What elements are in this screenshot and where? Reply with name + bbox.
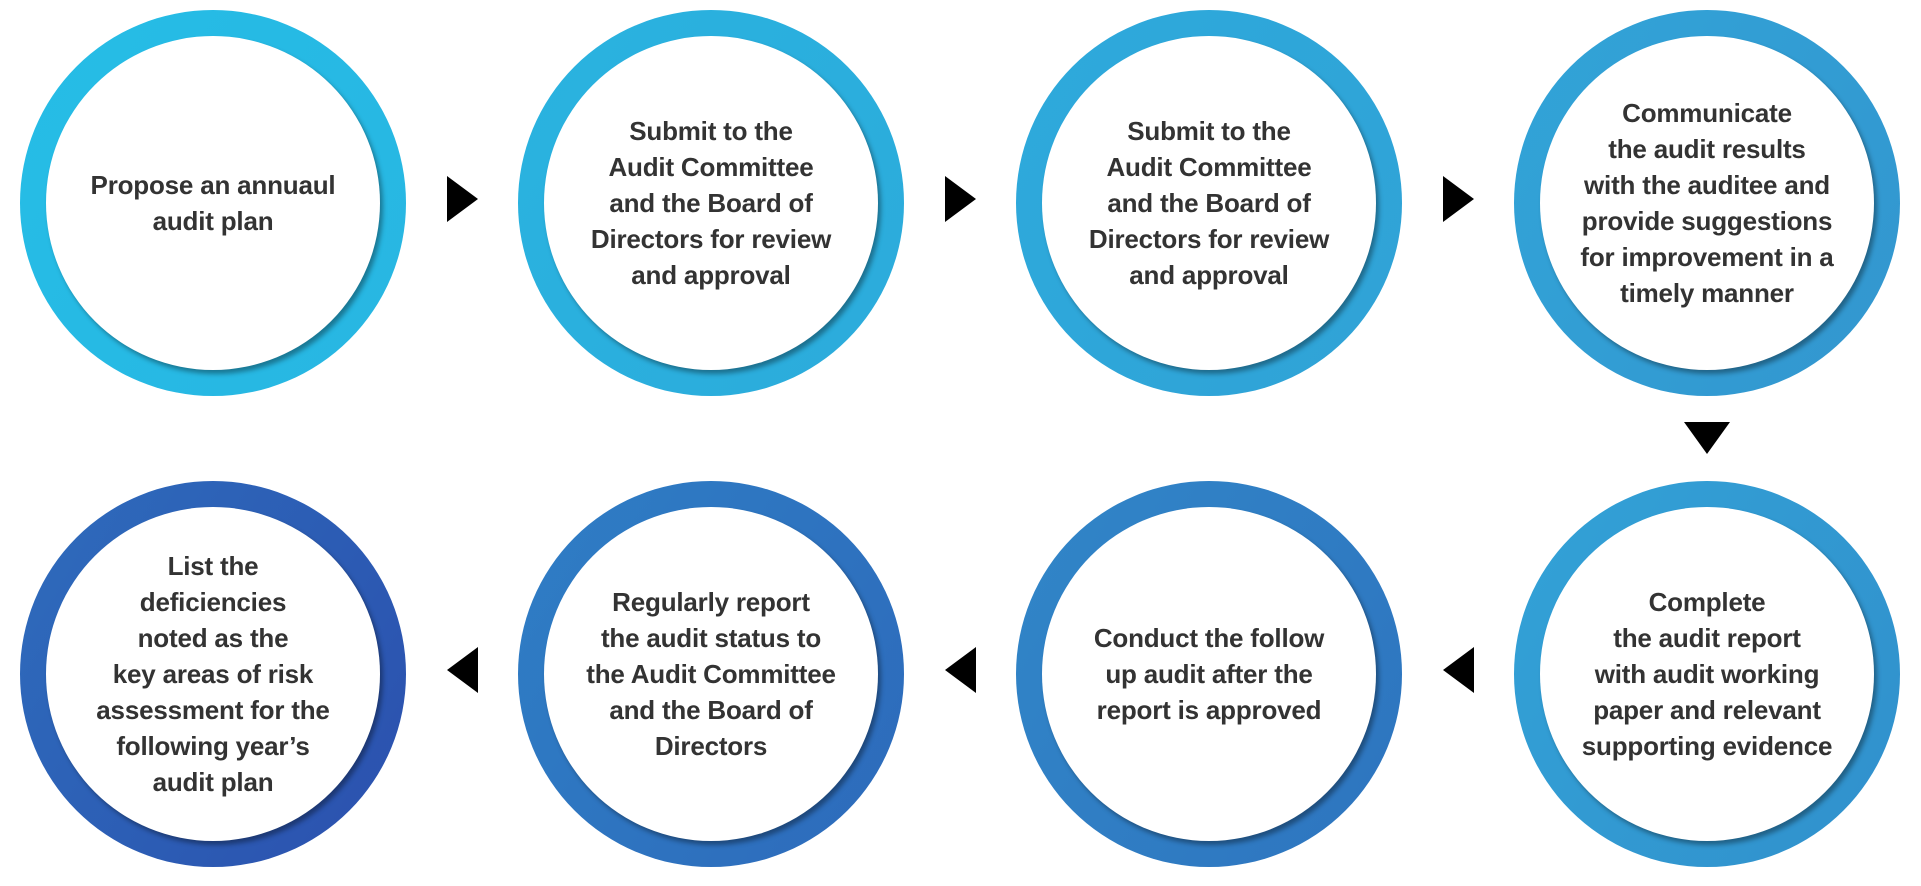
step-1-propose-annual-audit-plan: Propose an annuaul audit plan xyxy=(20,10,406,396)
arrow-left-icon xyxy=(945,647,976,693)
step-4-communicate-results: Communicate the audit results with the a… xyxy=(1514,10,1900,396)
arrow-left-icon xyxy=(447,647,478,693)
step-1-inner-disc: Propose an annuaul audit plan xyxy=(46,36,380,370)
step-8-label: List the deficiencies noted as the key a… xyxy=(96,551,330,797)
step-2-label: Submit to the Audit Committee and the Bo… xyxy=(590,116,832,290)
step-2-submit-for-review: Submit to the Audit Committee and the Bo… xyxy=(518,10,904,396)
step-6-label: Conduct the follow up audit after the re… xyxy=(1093,623,1325,725)
step-5-label: Complete the audit report with audit wor… xyxy=(1581,587,1833,761)
step-3-inner-disc: Submit to the Audit Committee and the Bo… xyxy=(1042,36,1376,370)
arrow-left-icon xyxy=(1443,647,1474,693)
step-7-regularly-report-status: Regularly report the audit status to the… xyxy=(518,481,904,867)
step-8-inner-disc: List the deficiencies noted as the key a… xyxy=(46,507,380,841)
step-7-inner-disc: Regularly report the audit status to the… xyxy=(544,507,878,841)
step-5-inner-disc: Complete the audit report with audit wor… xyxy=(1540,507,1874,841)
step-6-conduct-follow-up: Conduct the follow up audit after the re… xyxy=(1016,481,1402,867)
step-8-list-deficiencies: List the deficiencies noted as the key a… xyxy=(20,481,406,867)
step-1-label: Propose an annuaul audit plan xyxy=(90,170,336,236)
step-5-complete-audit-report: Complete the audit report with audit wor… xyxy=(1514,481,1900,867)
step-3-submit-for-approval: Submit to the Audit Committee and the Bo… xyxy=(1016,10,1402,396)
step-3-label: Submit to the Audit Committee and the Bo… xyxy=(1088,116,1330,290)
arrow-right-icon xyxy=(1443,176,1474,222)
step-6-inner-disc: Conduct the follow up audit after the re… xyxy=(1042,507,1376,841)
step-4-inner-disc: Communicate the audit results with the a… xyxy=(1540,36,1874,370)
arrow-down-icon xyxy=(1684,422,1730,454)
arrow-right-icon xyxy=(945,176,976,222)
arrow-right-icon xyxy=(447,176,478,222)
step-4-label: Communicate the audit results with the a… xyxy=(1580,98,1834,308)
step-7-label: Regularly report the audit status to the… xyxy=(586,587,836,761)
step-2-inner-disc: Submit to the Audit Committee and the Bo… xyxy=(544,36,878,370)
